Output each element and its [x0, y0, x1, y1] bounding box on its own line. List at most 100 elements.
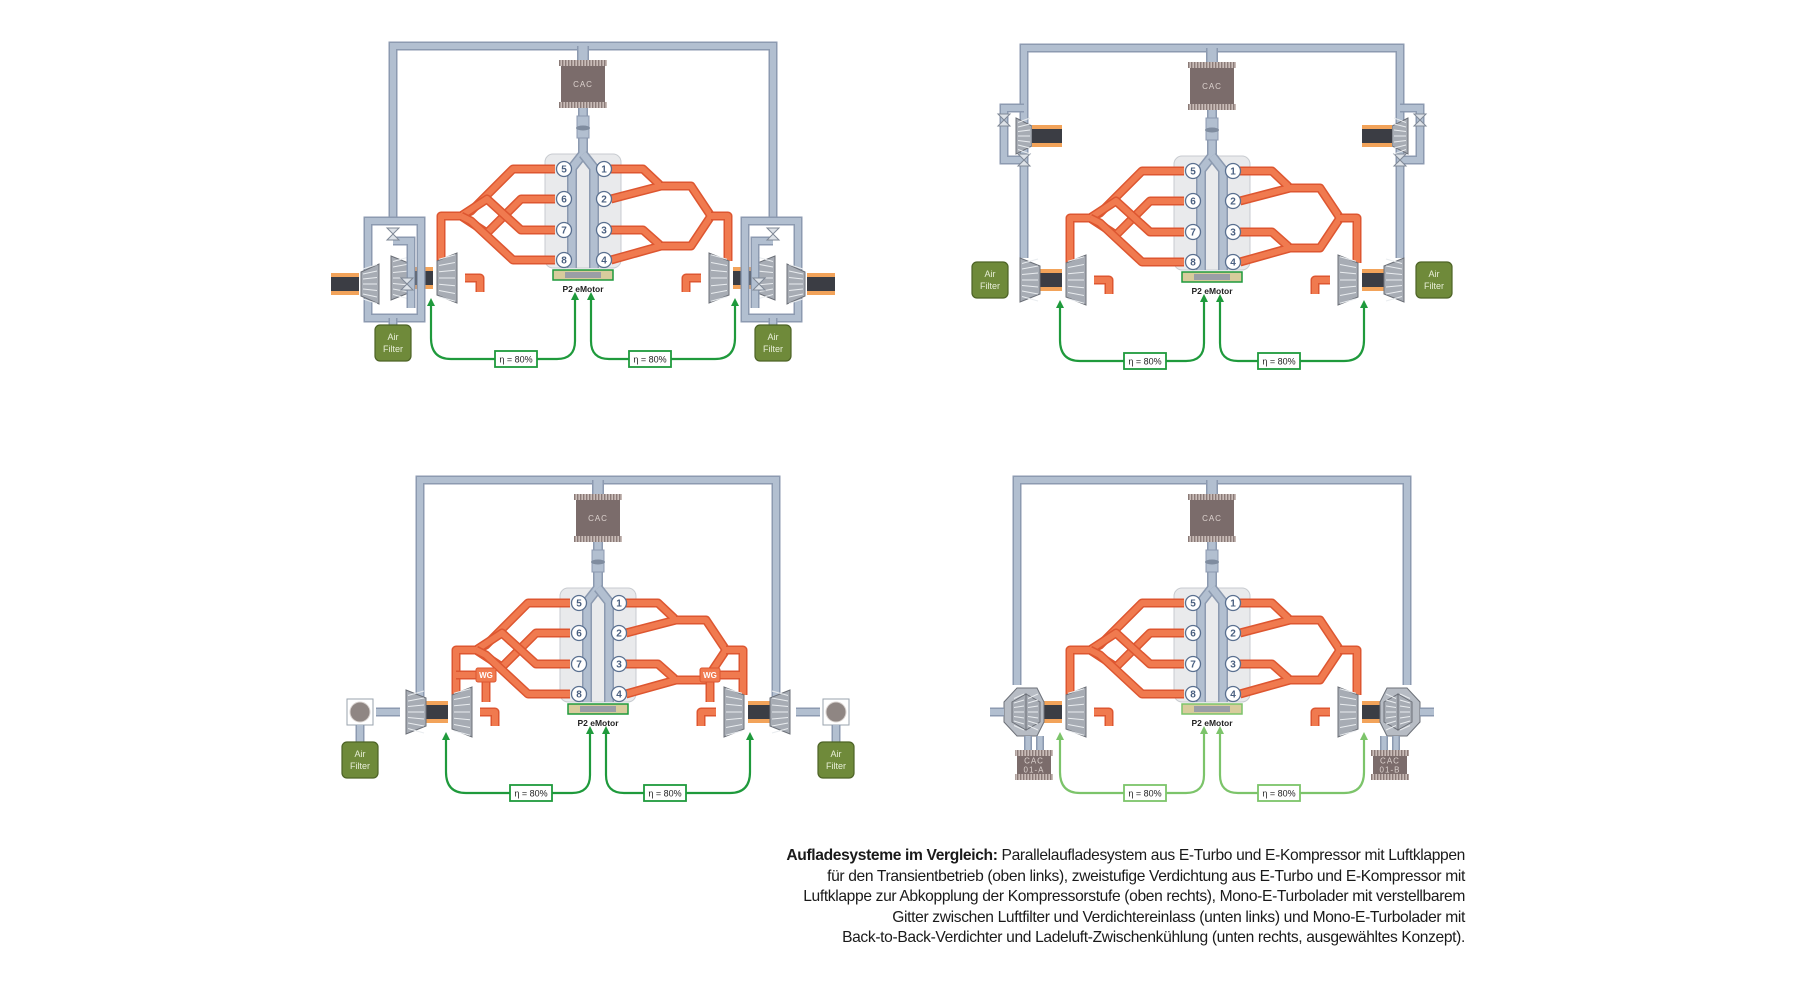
cylinder-label: 2	[1230, 197, 1236, 208]
turbine-wheel-icon-blade	[710, 254, 728, 260]
turbine-wheel-icon-blade	[1067, 724, 1085, 728]
air-filter-label: Air	[388, 332, 399, 342]
turbine-outlet-core	[1094, 277, 1112, 294]
bypass-pipe-core	[1001, 105, 1024, 163]
cac-cap	[1188, 536, 1236, 542]
air-filter-box	[1415, 261, 1453, 299]
compressor-wheel-icon-blade	[1385, 258, 1403, 264]
cylinder-5	[1184, 594, 1202, 612]
exhaust-merge-right	[1290, 615, 1345, 685]
cylinder-1	[1224, 594, 1242, 612]
cylinder-label: 1	[616, 599, 622, 610]
exhaust-runner-7-core	[1088, 630, 1184, 667]
air-filter-label: Filter	[826, 761, 846, 771]
turbine-wheel-icon-blade	[438, 283, 456, 287]
air-filter-label: Filter	[980, 281, 1000, 291]
cylinder-label: 7	[1190, 660, 1196, 671]
caption-line-1: Aufladesysteme im Vergleich: Parallelauf…	[700, 846, 1465, 867]
exhaust-runner-1-2-core	[1239, 600, 1293, 636]
turbine-wheel-icon-blade	[725, 730, 743, 736]
compressor-wheel-icon-blade	[392, 270, 410, 273]
cylinder-8	[555, 251, 573, 269]
cac-cap	[1188, 494, 1236, 500]
efficiency-arrow	[444, 738, 510, 795]
cylinder-label: 5	[561, 165, 567, 176]
efficiency-arrow	[671, 304, 737, 361]
p2-emotor-core	[1194, 274, 1230, 280]
side-cac-label: CAC	[1024, 757, 1044, 766]
cylinder-1	[610, 594, 628, 612]
bypass-branch-core	[752, 238, 773, 308]
side-cac-label: 01-B	[1380, 766, 1401, 775]
efficiency-label: η = 80%	[499, 355, 532, 365]
compressor-wheel-icon-blade	[1385, 720, 1397, 725]
efficiency-label: η = 80%	[648, 789, 681, 799]
efficiency-arrow	[686, 738, 752, 795]
cac-label: CAC	[1202, 514, 1222, 523]
turbine-outlet-core	[683, 275, 701, 292]
exhaust-runner-7-core	[459, 196, 555, 233]
cylinder-1	[1224, 162, 1242, 180]
compressor-wheel-icon-blade	[1027, 725, 1039, 731]
compressor-wheel-icon-blade	[1021, 258, 1039, 264]
cac	[576, 500, 620, 536]
cylinder-3	[1224, 655, 1242, 673]
e-compressor-wheel-icon-blade	[362, 288, 378, 291]
e-compressor-wheel-icon-blade	[362, 264, 378, 270]
air-filter-box	[971, 261, 1009, 299]
cylinder-4	[610, 685, 628, 703]
cylinder-label: 2	[616, 629, 622, 640]
e-compressor-motor	[331, 277, 359, 291]
compressor-wheel-icon-blade	[1385, 285, 1403, 288]
exhaust-runner-1-2-core	[610, 166, 664, 202]
compressor-wheel-icon-blade	[1399, 716, 1411, 719]
compressor-wheel-icon-blade	[407, 717, 425, 720]
efficiency-label: η = 80%	[514, 789, 547, 799]
air-filter-label: Air	[355, 749, 366, 759]
cylinder-8	[570, 685, 588, 703]
arrowhead-icon	[1200, 294, 1208, 302]
turbine-wheel-icon-blade	[725, 717, 743, 721]
turbine-wheel-icon-blade	[710, 269, 728, 273]
wastegate-label: WG	[479, 671, 493, 680]
compressor-wheel-icon-blade	[1399, 725, 1411, 731]
air-filter-box	[341, 741, 379, 779]
turbine-wheel-icon-blade	[725, 724, 743, 728]
air-filter-label: Filter	[1424, 281, 1444, 291]
e-compressor-wheel-icon-blade	[1017, 144, 1031, 149]
arrowhead-icon	[1216, 294, 1224, 302]
intake-runner-right-core	[1209, 585, 1227, 702]
efficiency-label: η = 80%	[1128, 789, 1161, 799]
compressor-wheel-icon-blade	[771, 728, 789, 734]
cylinder-7	[1184, 655, 1202, 673]
compressor-wheel-icon-blade	[407, 690, 425, 696]
arrowhead-icon	[427, 298, 435, 306]
e-compressor-wheel-icon-blade	[362, 270, 378, 275]
cylinder-label: 4	[616, 690, 622, 701]
compressor-wheel-icon-blade	[407, 722, 425, 727]
compressor-wheel-icon-blade	[1385, 725, 1397, 731]
exhaust-collector-right-core	[1340, 215, 1360, 263]
cac-cap	[574, 536, 622, 542]
cylinder-label: 7	[576, 660, 582, 671]
e-turbo-shaft	[1362, 705, 1384, 719]
cylinder-label: 3	[601, 226, 607, 237]
cylinder-4	[595, 251, 613, 269]
wastegate-box	[699, 667, 721, 683]
cylinder-6	[1184, 192, 1202, 210]
compressor-wheel-icon-blade	[1021, 296, 1039, 302]
compressor-wheel-icon-blade	[771, 704, 789, 707]
caption-line-5: Back-to-Back-Verdichter und Ladeluft-Zwi…	[842, 929, 1465, 947]
variable-grid-icon	[349, 701, 371, 723]
cylinder-5	[555, 160, 573, 178]
turbine-wheel-icon-blade	[453, 696, 471, 700]
turbine-wheel-icon-blade	[453, 717, 471, 721]
e-compressor-wheel-icon-blade	[1393, 117, 1407, 123]
efficiency-box	[1257, 784, 1301, 802]
cylinder-5	[1184, 162, 1202, 180]
air-flap-valve-icon	[751, 277, 767, 291]
